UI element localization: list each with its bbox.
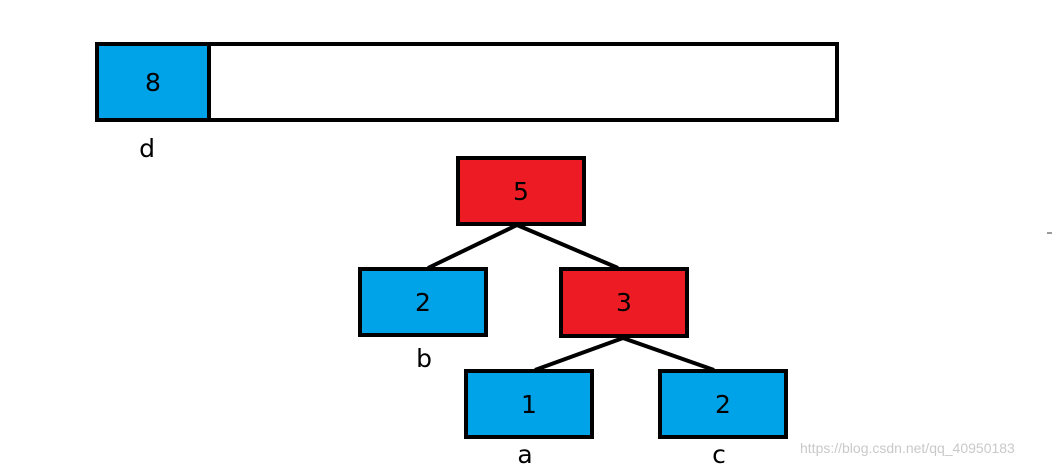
queue-cell-d: 8 bbox=[99, 46, 211, 118]
tree-node-left-label: b bbox=[416, 344, 432, 373]
queue-cell-label: d bbox=[139, 134, 155, 163]
edge-right-right bbox=[622, 336, 715, 372]
tree-node-right-left: 1 bbox=[464, 369, 594, 439]
edge-root-right bbox=[516, 223, 619, 270]
tree-node-right-left-label: a bbox=[517, 440, 533, 469]
tree-node-right: 3 bbox=[559, 267, 689, 338]
watermark-text: https://blog.csdn.net/qq_40950183 bbox=[800, 440, 1015, 456]
tree-node-root: 5 bbox=[456, 156, 586, 226]
tree-node-left: 2 bbox=[358, 267, 488, 337]
scroll-edge-mark bbox=[1047, 232, 1052, 234]
edge-right-left bbox=[534, 336, 624, 372]
tree-node-right-right-label: c bbox=[712, 440, 726, 469]
tree-node-right-right: 2 bbox=[658, 369, 788, 439]
edge-root-left bbox=[427, 223, 518, 270]
queue-bar: 8 bbox=[95, 42, 839, 122]
